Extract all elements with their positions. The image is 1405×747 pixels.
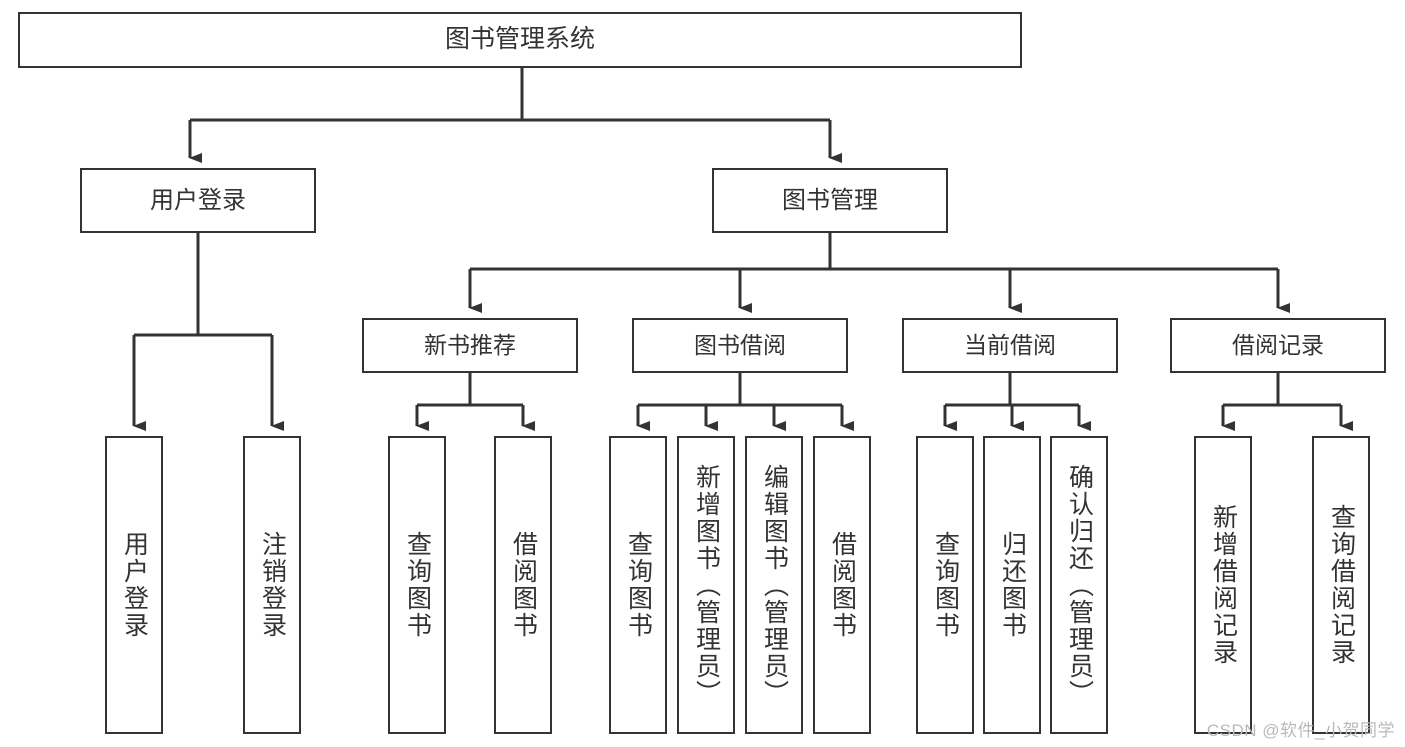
node-new-book-recommend[interactable]: 新书推荐 [362,318,578,373]
node-leaf-borrow-book-1-label: 借阅图书 [509,531,538,639]
node-leaf-add-borrow-record-label: 新增借阅记录 [1209,504,1238,666]
node-book-borrow-label: 图书借阅 [694,332,786,359]
node-leaf-query-book-3[interactable]: 查询图书 [916,436,974,734]
node-new-book-recommend-label: 新书推荐 [424,332,516,359]
node-leaf-query-book-2-label: 查询图书 [624,531,653,639]
node-leaf-return-book[interactable]: 归还图书 [983,436,1041,734]
node-leaf-user-login[interactable]: 用户登录 [105,436,163,734]
node-borrow-record[interactable]: 借阅记录 [1170,318,1386,373]
node-leaf-logout-login[interactable]: 注销登录 [243,436,301,734]
node-root[interactable]: 图书管理系统 [18,12,1022,68]
node-leaf-query-book-3-label: 查询图书 [931,531,960,639]
node-leaf-logout-login-label: 注销登录 [258,531,287,639]
node-leaf-query-borrow-record[interactable]: 查询借阅记录 [1312,436,1370,734]
node-root-label: 图书管理系统 [444,25,595,54]
node-current-borrow-label: 当前借阅 [964,332,1056,359]
node-current-borrow[interactable]: 当前借阅 [902,318,1118,373]
node-leaf-query-borrow-record-label: 查询借阅记录 [1327,504,1356,666]
node-leaf-query-book-2[interactable]: 查询图书 [609,436,667,734]
node-book-borrow[interactable]: 图书借阅 [632,318,848,373]
node-leaf-user-login-label: 用户登录 [120,531,149,639]
node-leaf-add-borrow-record[interactable]: 新增借阅记录 [1194,436,1252,734]
node-leaf-confirm-return-label: 确认归还（管理员） [1065,463,1094,707]
node-leaf-edit-book[interactable]: 编辑图书（管理员） [745,436,803,734]
node-leaf-borrow-book-1[interactable]: 借阅图书 [494,436,552,734]
node-borrow-record-label: 借阅记录 [1232,332,1324,359]
node-book-manage-label: 图书管理 [782,186,878,214]
node-book-manage[interactable]: 图书管理 [712,168,948,233]
node-leaf-edit-book-label: 编辑图书（管理员） [760,463,789,707]
node-leaf-borrow-book-2[interactable]: 借阅图书 [813,436,871,734]
node-leaf-add-book-label: 新增图书（管理员） [692,463,721,707]
node-leaf-confirm-return[interactable]: 确认归还（管理员） [1050,436,1108,734]
node-leaf-query-book-1-label: 查询图书 [403,531,432,639]
node-leaf-borrow-book-2-label: 借阅图书 [828,531,857,639]
node-leaf-add-book[interactable]: 新增图书（管理员） [677,436,735,734]
node-user-login[interactable]: 用户登录 [80,168,316,233]
node-leaf-query-book-1[interactable]: 查询图书 [388,436,446,734]
node-user-login-label: 用户登录 [150,186,246,214]
node-leaf-return-book-label: 归还图书 [998,531,1027,639]
